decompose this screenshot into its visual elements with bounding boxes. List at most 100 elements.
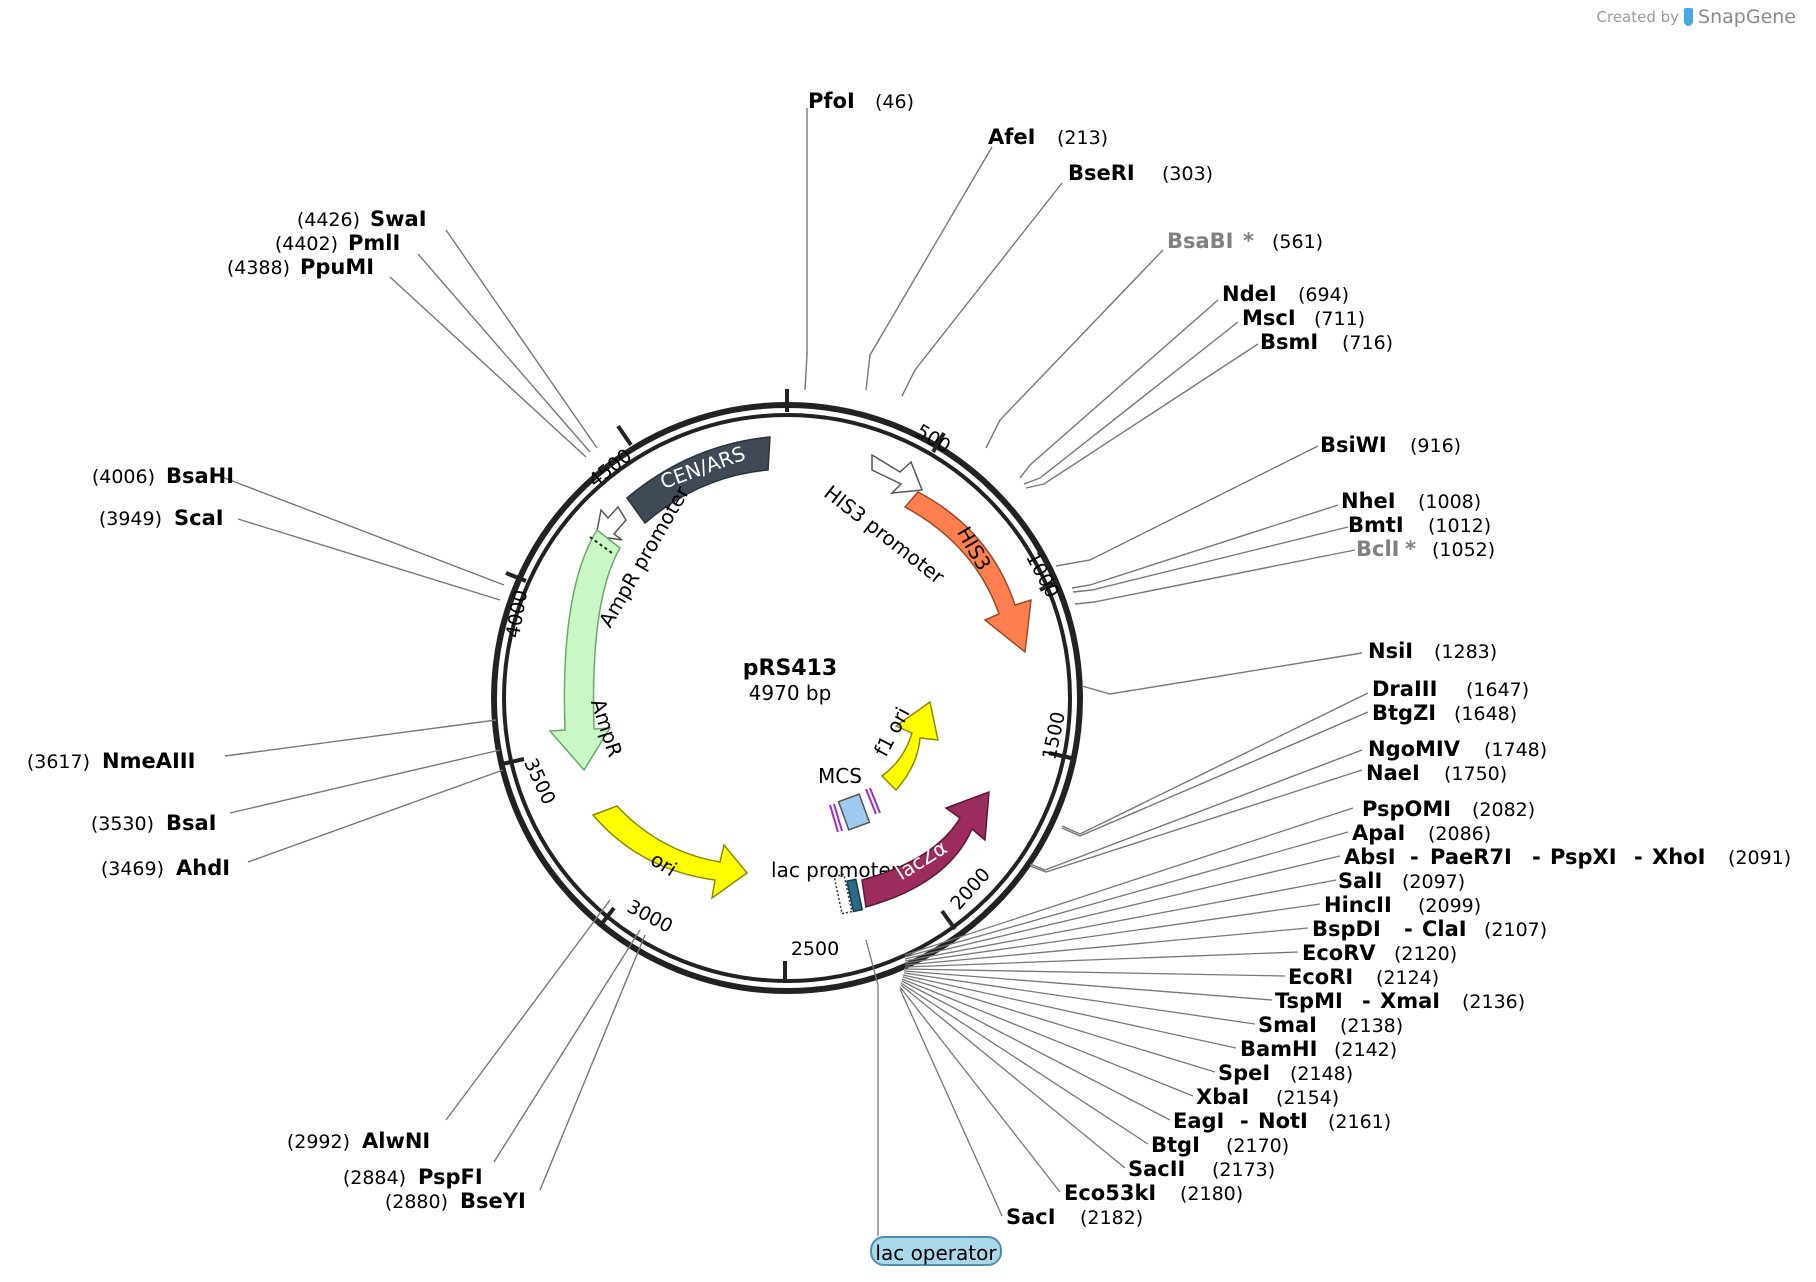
feature-lacz-alpha[interactable] xyxy=(861,790,990,908)
enzyme-tspmi[interactable]: TspMI - XmaI (2136) xyxy=(1275,989,1525,1013)
enzyme-afei[interactable]: AfeI (213) xyxy=(988,125,1108,149)
enzyme-swai[interactable]: (4426) SwaI xyxy=(297,207,427,231)
enzyme-saci[interactable]: SacI (2182) xyxy=(1006,1205,1143,1229)
connector-saci xyxy=(899,988,1003,1217)
enzyme-bspdi[interactable]: BspDI - ClaI (2107) xyxy=(1312,917,1547,941)
enzyme-btgi[interactable]: BtgI (2170) xyxy=(1151,1133,1289,1157)
enzyme-name: BmtI xyxy=(1348,513,1404,537)
enzyme-pspomi[interactable]: PspOMI (2082) xyxy=(1362,797,1535,821)
feature-label-mcs: MCS xyxy=(818,764,862,788)
connector-xbai xyxy=(901,978,1194,1097)
enzyme-scai[interactable]: (3949) ScaI xyxy=(99,506,224,530)
enzyme-nmeaiii[interactable]: (3617) NmeAIII xyxy=(27,749,196,773)
enzyme-nhei[interactable]: NheI (1008) xyxy=(1341,489,1481,513)
connector-bsahi xyxy=(221,476,505,586)
feature-ampr-promoter[interactable] xyxy=(595,505,627,541)
enzyme-bmti[interactable]: BmtI (1012) xyxy=(1348,513,1491,537)
feature-f1-ori[interactable] xyxy=(880,700,939,792)
connector-pspfi xyxy=(493,929,641,1163)
connector-ecori xyxy=(903,968,1286,977)
enzyme-position: (3617) xyxy=(27,751,90,773)
enzyme-bcli[interactable]: BclI * (1052) xyxy=(1356,537,1495,561)
enzyme-position: (1748) xyxy=(1484,739,1547,761)
lac-operator-label[interactable]: lac operator xyxy=(870,1236,1002,1266)
connector-draiii xyxy=(1061,692,1369,835)
connector-btgzi xyxy=(1061,711,1369,837)
enzyme-sali[interactable]: SalI (2097) xyxy=(1338,869,1465,893)
enzyme-star: * xyxy=(1243,229,1254,253)
enzyme-position: (303) xyxy=(1162,163,1213,185)
feature-mcs[interactable] xyxy=(829,787,881,833)
enzyme-bamhi[interactable]: BamHI (2142) xyxy=(1240,1037,1397,1061)
enzyme-ppumi[interactable]: (4388) PpuMI xyxy=(227,255,374,279)
feature-ori[interactable] xyxy=(591,805,749,900)
enzyme-name: NmeAIII xyxy=(102,749,195,773)
enzyme-bsabi[interactable]: BsaBI * (561) xyxy=(1167,229,1323,253)
mcs-site-line xyxy=(865,788,877,815)
enzyme-name: SmaI xyxy=(1258,1013,1317,1037)
enzyme-bsai[interactable]: (3530) BsaI xyxy=(91,811,217,835)
enzyme-bseri[interactable]: BseRI (303) xyxy=(1068,161,1213,185)
enzyme-pfoi[interactable]: PfoI (46) xyxy=(808,89,914,113)
enzyme-pmli[interactable]: (4402) PmlI xyxy=(275,231,400,255)
tick-label-2000: 2000 xyxy=(946,864,995,915)
enzyme-name: PmlI xyxy=(348,231,400,255)
enzyme-msci[interactable]: MscI (711) xyxy=(1242,306,1365,330)
tick-label-3500: 3500 xyxy=(519,755,559,808)
enzyme-name: NdeI xyxy=(1222,282,1277,306)
tick-label-3000: 3000 xyxy=(623,896,676,938)
enzyme-xbai[interactable]: XbaI (2154) xyxy=(1196,1085,1339,1109)
enzyme-bsmi[interactable]: BsmI (716) xyxy=(1260,330,1393,354)
plasmid-length: 4970 bp xyxy=(749,681,832,705)
enzyme-hincii[interactable]: HincII (2099) xyxy=(1324,893,1481,917)
enzyme-absi[interactable]: AbsI - PaeR7I - PspXI - XhoI (2091) xyxy=(1344,845,1791,869)
enzyme-labels-left: (4426) SwaI (4402) PmlI (4388) PpuMI (40… xyxy=(27,207,526,1213)
enzyme-bsiwi[interactable]: BsiWI (916) xyxy=(1320,433,1461,457)
connector-pfoi xyxy=(804,108,808,391)
enzyme-btgzi[interactable]: BtgZI (1648) xyxy=(1372,701,1517,725)
enzyme-nsii[interactable]: NsiI (1283) xyxy=(1368,639,1497,663)
feature-ampr[interactable] xyxy=(548,528,621,772)
enzyme-pspfi[interactable]: (2884) PspFI xyxy=(343,1165,483,1189)
enzyme-position: (711) xyxy=(1314,308,1365,330)
enzyme-name: AlwNI xyxy=(362,1129,430,1153)
enzyme-position: (2124) xyxy=(1376,967,1439,989)
enzyme-star: * xyxy=(1405,537,1416,561)
enzyme-eco53ki[interactable]: Eco53kI (2180) xyxy=(1064,1181,1243,1205)
enzyme-ndei[interactable]: NdeI (694) xyxy=(1222,282,1349,306)
connector-sacii xyxy=(900,984,1126,1169)
enzyme-separator: - xyxy=(1240,1109,1249,1133)
enzyme-name: SacI xyxy=(1006,1205,1056,1229)
enzyme-naei[interactable]: NaeI (1750) xyxy=(1366,761,1507,785)
enzyme-position: (2173) xyxy=(1212,1159,1275,1181)
enzyme-bsahi[interactable]: (4006) BsaHI xyxy=(92,464,234,488)
connector-alwni xyxy=(445,899,611,1121)
enzyme-ecorv[interactable]: EcoRV (2120) xyxy=(1302,941,1457,965)
enzyme-position: (1750) xyxy=(1444,763,1507,785)
enzyme-bseyi[interactable]: (2880) BseYI xyxy=(385,1189,526,1213)
enzyme-name: BspDI xyxy=(1312,917,1381,941)
enzyme-eagi[interactable]: EagI - NotI (2161) xyxy=(1173,1109,1391,1133)
enzyme-name: AbsI xyxy=(1344,845,1396,869)
feature-cenars[interactable] xyxy=(625,436,771,525)
enzyme-position: (1012) xyxy=(1428,515,1491,537)
enzyme-sacii[interactable]: SacII (2173) xyxy=(1128,1157,1275,1181)
enzyme-position: (2884) xyxy=(343,1167,406,1189)
enzyme-ngomiv[interactable]: NgoMIV (1748) xyxy=(1368,737,1547,761)
enzyme-draiii[interactable]: DraIII (1647) xyxy=(1372,677,1529,701)
feature-his3-promoter[interactable] xyxy=(871,453,924,494)
enzyme-ecori[interactable]: EcoRI (2124) xyxy=(1288,965,1439,989)
enzyme-position: (3949) xyxy=(99,508,162,530)
enzyme-name: Eco53kI xyxy=(1064,1181,1156,1205)
enzyme-name: PpuMI xyxy=(300,255,374,279)
enzyme-ahdi[interactable]: (3469) AhdI xyxy=(101,856,230,880)
enzyme-smai[interactable]: SmaI (2138) xyxy=(1258,1013,1403,1037)
feature-lac-promoter[interactable] xyxy=(833,873,864,915)
enzyme-apai[interactable]: ApaI (2086) xyxy=(1352,821,1491,845)
enzyme-isoschizomer: NotI xyxy=(1258,1109,1308,1133)
enzyme-name: SalI xyxy=(1338,869,1382,893)
enzyme-spei[interactable]: SpeI (2148) xyxy=(1218,1061,1353,1085)
feature-his3[interactable] xyxy=(903,491,1032,654)
enzyme-alwni[interactable]: (2992) AlwNI xyxy=(287,1129,430,1153)
